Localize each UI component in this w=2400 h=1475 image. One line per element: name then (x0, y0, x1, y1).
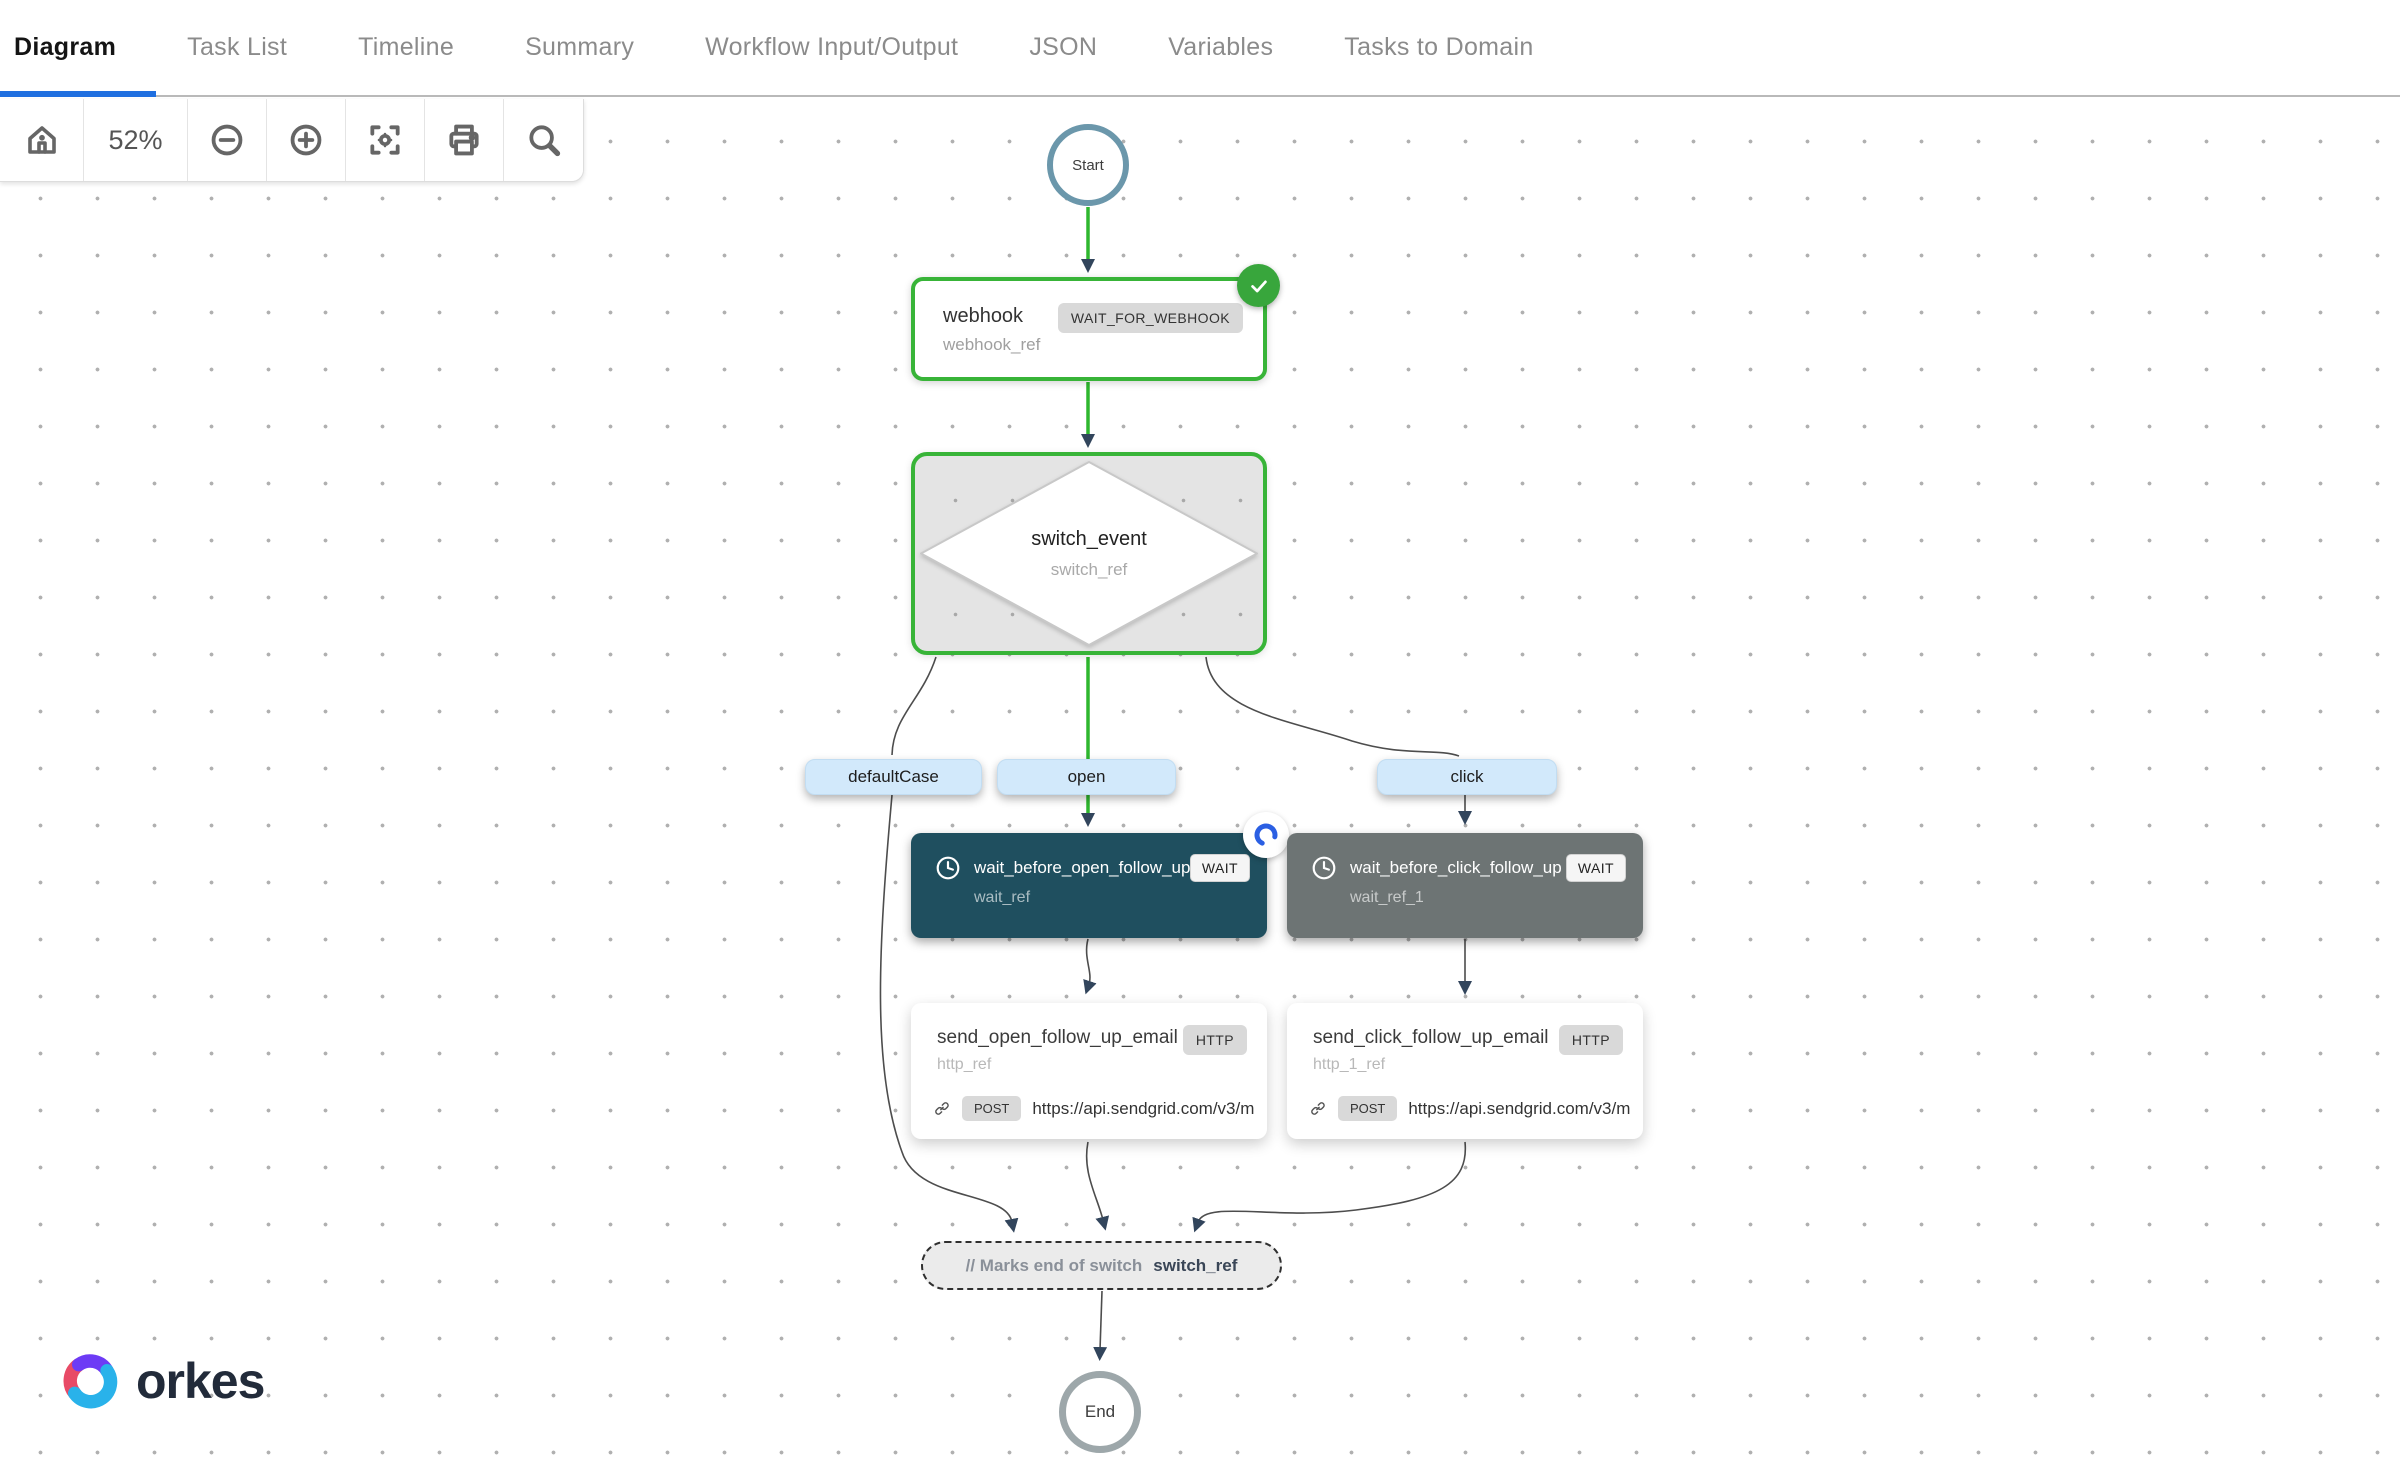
tab-variables[interactable]: Variables (1168, 33, 1274, 61)
node-send-open-follow-up-email[interactable]: send_open_follow_up_email http_ref HTTP … (911, 1003, 1267, 1139)
wait-click-ref: wait_ref_1 (1350, 889, 1424, 906)
tab-tasks-to-domain[interactable]: Tasks to Domain (1344, 33, 1534, 61)
node-webhook[interactable]: webhook webhook_ref WAIT_FOR_WEBHOOK (911, 264, 1280, 381)
search-button[interactable] (504, 99, 583, 181)
search-icon (528, 125, 560, 157)
http-open-title: send_open_follow_up_email (937, 1027, 1178, 1048)
wait-click-title: wait_before_click_follow_up (1350, 858, 1562, 877)
diagram-toolbar: 52% (0, 99, 584, 182)
case-label-text: defaultCase (848, 767, 939, 786)
case-label-click: click (1377, 759, 1557, 795)
case-label-text: click (1450, 767, 1484, 786)
link-icon (1311, 1102, 1325, 1115)
case-label-open: open (997, 759, 1176, 795)
tab-bar: Diagram Task List Timeline Summary Workf… (0, 0, 2400, 97)
http-open-type-badge: HTTP (1182, 1025, 1247, 1055)
orkes-logo: orkes (58, 1348, 265, 1414)
link-icon (935, 1102, 949, 1115)
tab-task-list[interactable]: Task List (187, 33, 288, 61)
zoom-out-icon (211, 124, 243, 156)
wait-click-type-badge: WAIT (1565, 854, 1626, 882)
wait-open-title: wait_before_open_follow_up (974, 858, 1191, 877)
tab-timeline[interactable]: Timeline (358, 33, 455, 61)
switch-title: switch_event (1031, 527, 1147, 550)
start-label: Start (1072, 156, 1104, 174)
switch-end-ref: switch_ref (1153, 1255, 1238, 1275)
switch-end-marker: // Marks end of switch switch_ref (921, 1241, 1282, 1290)
node-switch-event[interactable]: switch_event switch_ref (911, 452, 1267, 655)
node-wait-before-open-follow-up[interactable]: wait_before_open_follow_up wait_ref WAIT (911, 812, 1289, 938)
end-label: End (1084, 1402, 1116, 1421)
print-icon (449, 124, 479, 156)
home-button[interactable] (0, 99, 84, 181)
wait-open-type-badge: WAIT (1189, 854, 1250, 882)
zoom-in-icon (290, 124, 322, 156)
start-node: Start (1047, 124, 1129, 206)
tab-json[interactable]: JSON (1029, 33, 1098, 61)
completed-status-badge (1237, 264, 1280, 307)
clock-icon (936, 856, 960, 880)
webhook-type-badge: WAIT_FOR_WEBHOOK (1057, 303, 1243, 333)
node-wait-before-click-follow-up[interactable]: wait_before_click_follow_up wait_ref_1 W… (1287, 833, 1643, 938)
node-send-click-follow-up-email[interactable]: send_click_follow_up_email http_1_ref HT… (1287, 1003, 1643, 1139)
http-click-url: https://api.sendgrid.com/v3/mail/… (1408, 1098, 1631, 1118)
http-click-method-badge: POST (1337, 1096, 1398, 1121)
zoom-out-button[interactable] (188, 99, 267, 181)
print-button[interactable] (425, 99, 504, 181)
http-click-ref: http_1_ref (1313, 1056, 1386, 1073)
case-label-text: open (1067, 767, 1106, 786)
case-label-defaultcase: defaultCase (805, 759, 982, 795)
webhook-ref: webhook_ref (943, 335, 1041, 354)
webhook-title: webhook (943, 305, 1024, 327)
tab-workflow-input-output[interactable]: Workflow Input/Output (705, 33, 959, 61)
orkes-logo-icon (63, 1354, 118, 1409)
in-progress-status-badge (1243, 812, 1289, 858)
fit-view-button[interactable] (346, 99, 425, 181)
switch-ref: switch_ref (1050, 559, 1128, 579)
switch-end-text: // Marks end of switch (965, 1255, 1143, 1275)
http-open-url: https://api.sendgrid.com/v3/mail/… (1032, 1098, 1255, 1118)
tab-diagram[interactable]: Diagram (14, 33, 117, 61)
zoom-level-indicator[interactable]: 52% (84, 99, 188, 181)
http-click-title: send_click_follow_up_email (1313, 1027, 1549, 1048)
check-icon (1250, 280, 1267, 292)
wait-open-ref: wait_ref (974, 889, 1031, 906)
orkes-logo-text: orkes (136, 1353, 265, 1409)
decision-diamond (920, 461, 1258, 646)
http-click-type-badge: HTTP (1558, 1025, 1623, 1055)
spinner-icon (1254, 823, 1278, 847)
clock-icon (1312, 856, 1336, 880)
zoom-in-button[interactable] (267, 99, 346, 181)
home-icon (27, 126, 56, 154)
active-tab-indicator (0, 91, 156, 97)
http-open-method-badge: POST (961, 1096, 1022, 1121)
http-open-ref: http_ref (937, 1056, 992, 1073)
tab-summary[interactable]: Summary (525, 33, 635, 61)
fit-view-icon (370, 125, 400, 155)
end-node: End (1059, 1371, 1141, 1453)
